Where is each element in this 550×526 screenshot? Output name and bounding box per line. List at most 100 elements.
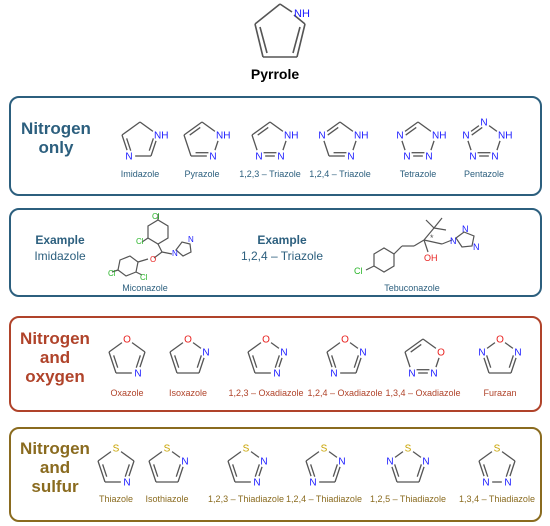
bond (510, 357, 517, 374)
atom-n: N (403, 152, 410, 163)
atom-s: S (494, 444, 501, 455)
bond (422, 338, 437, 349)
bond (470, 125, 480, 132)
atom-n: N (260, 457, 267, 468)
double-bond (331, 355, 337, 368)
pyrrole-structure: NH (254, 3, 310, 58)
bond (334, 466, 341, 483)
thiazole-label: Thiazole (98, 494, 134, 504)
bond (352, 140, 357, 151)
bond (251, 134, 258, 151)
atom-s: S (243, 444, 250, 455)
pyrrole-label: Pyrrole (250, 66, 300, 82)
atom-n: N (480, 118, 487, 129)
bond (486, 342, 496, 349)
bond (177, 466, 184, 483)
atom-nh: NH (498, 131, 512, 142)
bond (198, 357, 205, 374)
atom-n: N (347, 152, 354, 163)
nitrogen-only-title: Nitrogen only (21, 119, 91, 157)
bond (467, 140, 472, 151)
double-bond (175, 464, 181, 477)
double-bond (486, 355, 492, 368)
1-2-5-thiadiazole-structure: NSN (386, 444, 430, 483)
example-left-sub: Imidazole (34, 249, 86, 263)
tebuconazole-star: * (430, 233, 434, 243)
miconazole-cl-low1: Cl (108, 269, 116, 278)
1-2-3-thiadiazole-label: 1,2,3 – Thiadiazole (208, 494, 284, 504)
miconazole-n1: N (172, 249, 178, 258)
bond (120, 451, 135, 462)
atom-nh: NH (354, 131, 368, 142)
atom-o: O (496, 335, 504, 346)
atom-n: N (425, 152, 432, 163)
bond (108, 342, 123, 353)
bond (328, 451, 338, 458)
bond (121, 121, 141, 136)
bond (504, 342, 514, 349)
atom-n: N (491, 152, 498, 163)
pentazole-label: Pentazole (463, 169, 505, 179)
bond (247, 351, 256, 374)
double-bond (327, 126, 339, 136)
1-2-4-thiadiazole-label: 1,2,4 – Thiadiazole (286, 494, 362, 504)
bond (326, 342, 341, 353)
bond (169, 351, 178, 374)
atom-s: S (113, 444, 120, 455)
double-bond (189, 126, 201, 136)
double-bond (148, 138, 154, 151)
atom-o: O (341, 335, 349, 346)
bond (323, 140, 330, 157)
bond (214, 140, 219, 151)
atom-n: N (255, 152, 262, 163)
atom-n: N (202, 348, 209, 359)
bond (326, 121, 341, 132)
tebuconazole-n1: N (450, 236, 457, 246)
bond (435, 357, 440, 368)
bond (430, 140, 435, 151)
bond (139, 121, 154, 132)
bond (339, 121, 354, 132)
bond (169, 342, 184, 353)
bond (251, 121, 271, 136)
isothiazole-structure: SN (148, 444, 189, 483)
double-bond (257, 126, 269, 136)
atom-n: N (125, 152, 132, 163)
atom-s: S (164, 444, 171, 455)
double-bond (254, 464, 260, 477)
double-bond (113, 355, 119, 368)
tebuconazole-oh: OH (424, 253, 438, 263)
example-right-sub: 1,2,4 – Triazole (240, 249, 324, 263)
bond (282, 140, 287, 151)
double-bond (310, 464, 316, 477)
atom-n: N (462, 131, 469, 142)
oxazole-structure: ON (108, 335, 146, 380)
double-bond (126, 138, 132, 151)
atom-n: N (209, 152, 216, 163)
bond (417, 121, 432, 132)
1-3-4-oxadiazole-structure: ONN (404, 338, 445, 380)
bond (401, 140, 406, 151)
miconazole-structure: Cl Cl O N N Cl Cl (108, 212, 194, 282)
tebuconazole-structure: Cl * OH N N N (354, 217, 480, 276)
double-bond (332, 464, 338, 477)
pyrazole-structure: NHN (183, 121, 230, 163)
isoxazole-label: Isoxazole (168, 388, 208, 398)
miconazole-label: Miconazole (122, 283, 168, 293)
atom-n: N (482, 478, 489, 489)
double-bond (410, 343, 422, 353)
atom-o: O (184, 335, 192, 346)
bond (139, 351, 146, 368)
atom-n: N (330, 369, 337, 380)
double-bond (102, 464, 108, 477)
double-bond (508, 355, 514, 368)
bond (418, 466, 425, 483)
thiazole-structure: SN (97, 444, 135, 489)
bond (305, 460, 312, 477)
atom-n: N (181, 457, 188, 468)
atom-nh: NH (284, 131, 298, 142)
double-bond (405, 126, 417, 136)
1-2-5-thiadiazole-label: 1,2,5 – Thiadiazole (370, 494, 446, 504)
double-bond (124, 464, 130, 477)
